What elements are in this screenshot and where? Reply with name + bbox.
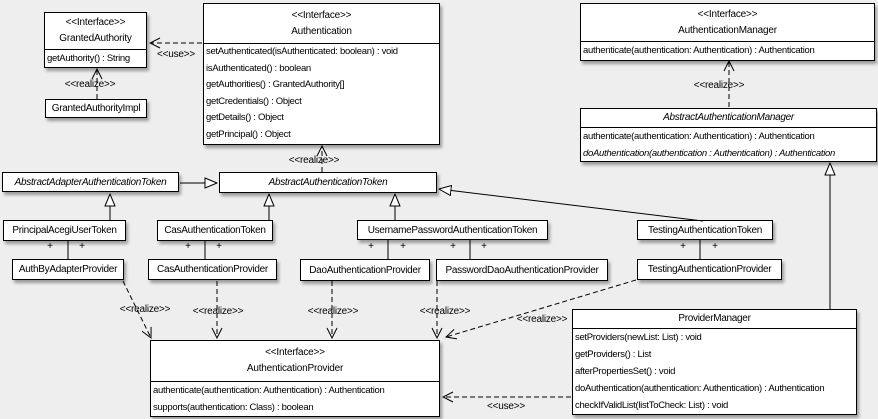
realize-label: <<realize>> xyxy=(119,304,171,315)
class-name: DaoAuthenticationProvider xyxy=(309,264,421,276)
class-auth-by-adapter-provider: AuthByAdapterProvider xyxy=(12,259,124,280)
stereotype-label: <<Interface>> xyxy=(291,9,352,21)
plus-label: + xyxy=(216,241,222,252)
class-authentication-manager: <<Interface>> AuthenticationManager auth… xyxy=(580,3,875,61)
class-header: <<Interface>> AuthenticationManager xyxy=(581,4,874,42)
class-granted-authority: <<Interface>> GrantedAuthority getAuthor… xyxy=(44,12,147,68)
class-name: CasAuthenticationProvider xyxy=(157,264,268,275)
realize-label: <<realize>> xyxy=(192,306,244,317)
method-label: getProviders() : List xyxy=(575,349,652,360)
realize-label: <<realize>> xyxy=(516,314,568,325)
plus-label: + xyxy=(712,241,718,252)
plus-label: + xyxy=(79,241,85,252)
plus-label: + xyxy=(185,241,191,252)
stereotype-label: <<Interface>> xyxy=(697,8,758,20)
class-authentication: <<Interface>> Authentication setAuthenti… xyxy=(203,3,440,145)
class-name: AuthenticationManager xyxy=(678,24,777,36)
class-provider-manager: ProviderManager setProviders(newList: Li… xyxy=(572,309,857,415)
class-name: TestingAuthenticationToken xyxy=(648,224,762,236)
class-name: AbstractAuthenticationManager xyxy=(581,109,876,128)
class-abstract-authentication-manager: AbstractAuthenticationManager authentica… xyxy=(580,108,877,162)
class-header: <<Interface>> GrantedAuthority xyxy=(45,13,146,50)
class-header: <<Interface>> AuthenticationProvider xyxy=(151,341,439,382)
method-label: checkIfValidList(listToCheck: List) : vo… xyxy=(575,400,729,411)
method-label: supports(authentication: Class) : boolea… xyxy=(153,402,314,413)
plus-label: + xyxy=(368,241,374,252)
method-label: getPrincipal() : Object xyxy=(206,128,291,140)
class-name: Authentication xyxy=(291,25,352,37)
edge-generalization-testing-token-to-abstract-token xyxy=(439,189,704,222)
method-label: afterPropertiesSet() : void xyxy=(575,366,676,377)
realize-label: <<realize>> xyxy=(307,306,359,317)
class-name: AbstractAdapterAuthenticationToken xyxy=(14,176,167,188)
class-name: PasswordDaoAuthenticationProvider xyxy=(445,264,599,276)
class-password-dao-authentication-provider: PasswordDaoAuthenticationProvider xyxy=(436,259,608,281)
method-label: getAuthorities() : GrantedAuthority[] xyxy=(206,79,345,91)
method-label: authenticate(authentication: Authenticat… xyxy=(583,131,815,142)
class-name: TestingAuthenticationProvider xyxy=(647,264,772,275)
class-name: AbstractAuthenticationToken xyxy=(268,177,388,188)
class-name: GrantedAuthorityImpl xyxy=(51,103,141,114)
class-authentication-provider: <<Interface>> AuthenticationProvider aut… xyxy=(150,340,440,417)
class-username-password-authentication-token: UsernamePasswordAuthenticationToken xyxy=(357,220,548,240)
method-label: doAuthentication(authentication : Authen… xyxy=(583,148,836,159)
class-name: AuthenticationProvider xyxy=(246,363,344,374)
class-cas-authentication-provider: CasAuthenticationProvider xyxy=(148,259,277,280)
use-label: <<use>> xyxy=(486,401,526,412)
method-label: setAuthenticated(isAuthenticated: boolea… xyxy=(206,46,398,57)
class-testing-authentication-provider: TestingAuthenticationProvider xyxy=(637,259,782,280)
method-label: getAuthority() : String xyxy=(47,53,130,64)
class-testing-authentication-token: TestingAuthenticationToken xyxy=(637,220,773,240)
method-label: getCredentials() : Object xyxy=(206,95,302,107)
class-name: CasAuthenticationToken xyxy=(164,225,266,236)
method-label: getDetails() : Object xyxy=(206,112,284,124)
class-name: PrincipalAcegiUserToken xyxy=(12,225,117,236)
class-name: ProviderManager xyxy=(573,310,856,329)
class-dao-authentication-provider: DaoAuthenticationProvider xyxy=(300,259,430,281)
class-granted-authority-impl: GrantedAuthorityImpl xyxy=(45,99,147,118)
method-label: isAuthenticated() : boolean xyxy=(206,62,311,74)
class-name: GrantedAuthority xyxy=(59,33,132,44)
realize-label: <<realize>> xyxy=(64,79,116,90)
class-header: <<Interface>> Authentication xyxy=(204,4,439,44)
method-label: doAuthentication(authentication: Authent… xyxy=(575,383,825,394)
class-abstract-authentication-token: AbstractAuthenticationToken xyxy=(219,172,437,193)
class-name: AuthByAdapterProvider xyxy=(18,264,118,275)
class-principal-acegi-user-token: PrincipalAcegiUserToken xyxy=(3,220,126,241)
class-cas-authentication-token: CasAuthenticationToken xyxy=(157,220,273,241)
method-label: authenticate(authentication: Authenticat… xyxy=(153,385,385,396)
realize-label: <<realize>> xyxy=(288,155,340,166)
realize-label: <<realize>> xyxy=(419,306,471,317)
realize-label: <<realize>> xyxy=(693,80,745,91)
method-label: authenticate(authentication: Authenticat… xyxy=(583,45,815,56)
stereotype-label: <<Interface>> xyxy=(265,347,325,358)
method-label: setProviders(newList: List) : void xyxy=(575,332,702,343)
plus-label: + xyxy=(400,241,406,252)
class-name: UsernamePasswordAuthenticationToken xyxy=(367,224,538,236)
use-label: <<use>> xyxy=(156,49,196,60)
class-abstract-adapter-authentication-token: AbstractAdapterAuthenticationToken xyxy=(2,172,179,192)
plus-label: + xyxy=(450,241,456,252)
plus-label: + xyxy=(481,241,487,252)
stereotype-label: <<Interface>> xyxy=(65,17,126,28)
plus-label: + xyxy=(47,241,53,252)
plus-label: + xyxy=(680,241,686,252)
